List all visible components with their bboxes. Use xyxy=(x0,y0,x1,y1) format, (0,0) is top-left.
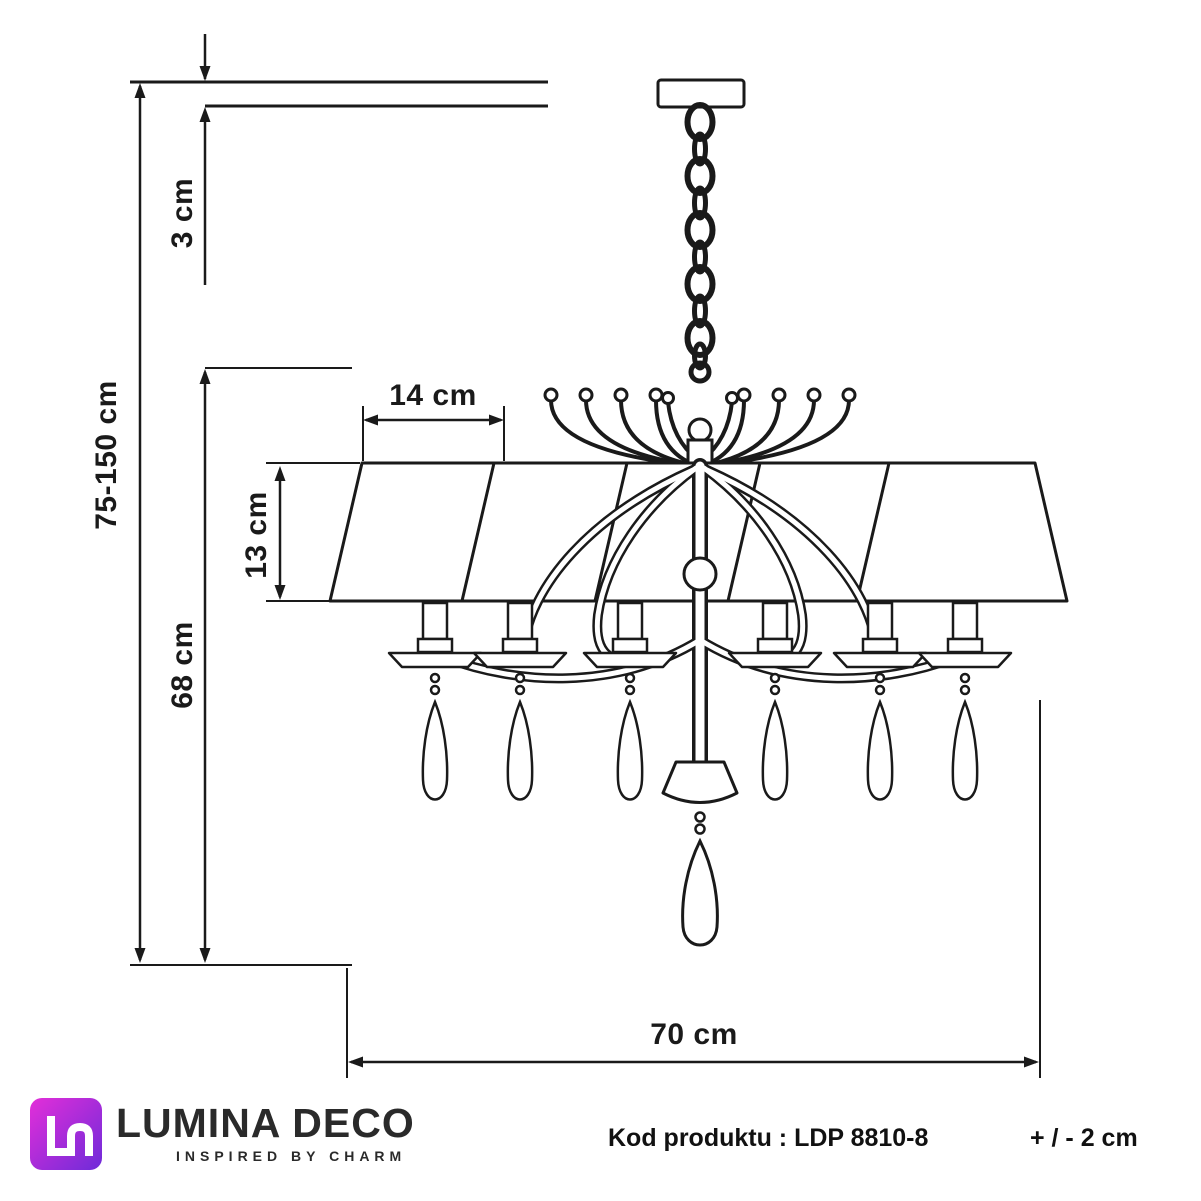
brand-tagline: INSPIRED BY CHARM xyxy=(176,1148,407,1164)
lumina-deco-logo xyxy=(28,1094,106,1177)
dim-shade-height-label: 13 cm xyxy=(240,491,273,579)
tolerance-note: + / - 2 cm xyxy=(1030,1124,1138,1152)
center-sphere xyxy=(682,556,718,592)
dim-total-width-label: 70 cm xyxy=(650,1018,738,1051)
dim-shade-width-label: 14 cm xyxy=(389,379,477,412)
ceiling-lines xyxy=(130,80,548,108)
dimension-arrowheads xyxy=(134,66,1039,1068)
extension-lines xyxy=(130,367,1041,1078)
brand-logo-icon xyxy=(30,1098,102,1170)
product-code: Kod produktu : LDP 8810-8 xyxy=(608,1124,929,1152)
dim-body-height-label: 68 cm xyxy=(166,621,199,709)
dim-canopy-height-label: 3 cm xyxy=(166,177,199,249)
chain xyxy=(684,102,716,384)
crown-arms xyxy=(543,387,857,470)
shade-5 xyxy=(855,461,1069,603)
dimension-lines xyxy=(138,34,1036,1064)
dim-total-height-label: 75-150 cm xyxy=(90,380,123,530)
brand-name: LUMINA DECO xyxy=(116,1100,415,1146)
central-finial xyxy=(661,760,739,947)
